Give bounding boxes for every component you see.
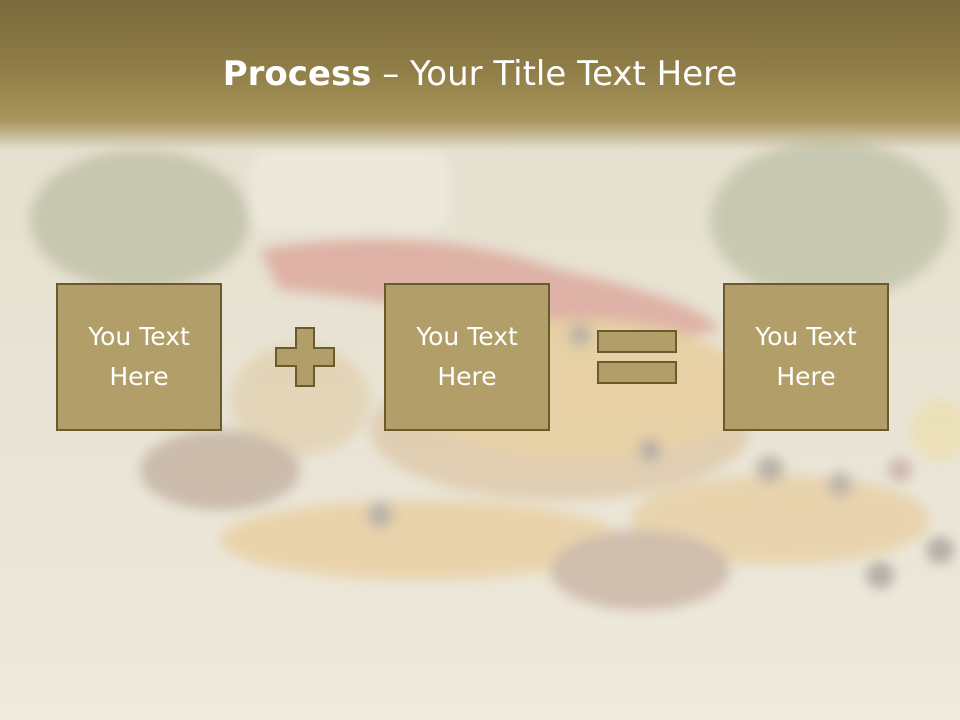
title-bold: Process	[222, 54, 372, 94]
process-box-3[interactable]: You Text Here	[723, 283, 889, 431]
process-box-1[interactable]: You Text Here	[56, 283, 222, 431]
equals-icon	[597, 330, 677, 384]
plus-icon	[275, 327, 335, 387]
title-band	[0, 0, 960, 150]
slide-title: Process – Your Title Text Here	[0, 50, 960, 98]
title-rest: – Your Title Text Here	[371, 54, 738, 94]
process-box-2[interactable]: You Text Here	[384, 283, 550, 431]
